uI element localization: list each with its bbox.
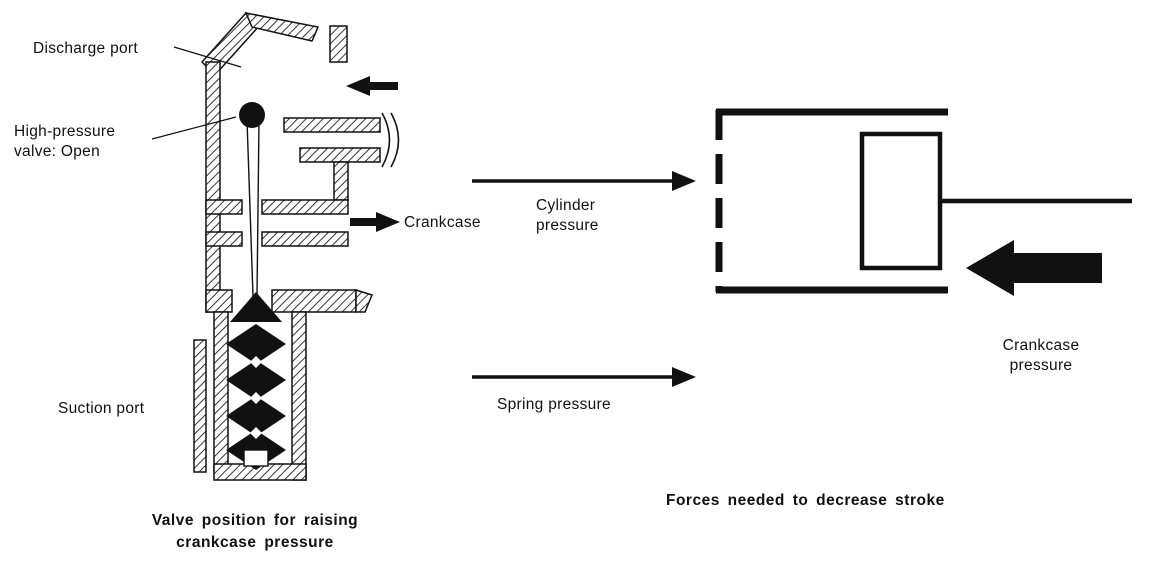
discharge-port-label: Discharge port — [33, 40, 138, 57]
cylinder-pressure-label: Cylinder pressure — [536, 197, 599, 235]
valve-poppet — [230, 292, 282, 322]
leader-line-discharge-port — [173, 46, 242, 68]
crankcase-pressure-label: Crankcase pressure — [1002, 337, 1080, 375]
valve-wall — [261, 231, 349, 247]
valve-wall — [205, 199, 243, 215]
valve-wall — [205, 61, 221, 313]
spring-retainer — [243, 449, 269, 467]
valve-wall — [333, 161, 349, 201]
spring-pressure-arrow-icon — [472, 367, 696, 387]
cylinder-pressure-arrow-icon — [472, 171, 696, 191]
crankcase-arrow-right-icon — [350, 212, 400, 232]
valve-stem — [246, 119, 260, 297]
spring-pressure-label: Spring pressure — [497, 396, 611, 413]
left-diagram-caption: Valve position for raising crankcase pre… — [151, 512, 359, 552]
pipe-break-marks — [381, 112, 400, 168]
crankcase-pressure-arrow-icon — [966, 240, 1102, 296]
high-pressure-valve-label: High-pressure valve: Open — [14, 123, 116, 161]
valve-wall — [283, 117, 381, 133]
valve-wall — [213, 311, 229, 473]
spring-junction-gaps — [250, 356, 262, 439]
valve-wall — [205, 231, 243, 247]
right-diagram-caption: Forces needed to decrease stroke — [666, 492, 945, 509]
valve-wall — [299, 147, 381, 163]
discharge-flow-arrow-left-icon — [346, 76, 398, 96]
valve-wall — [291, 311, 307, 481]
valve-wall — [261, 199, 349, 215]
valve-wall — [244, 11, 320, 42]
valve-wall — [355, 288, 374, 313]
valve-wall — [205, 289, 233, 313]
piston — [859, 131, 943, 271]
valve-wall — [329, 25, 348, 63]
valve-ball — [239, 102, 265, 128]
crankcase-label: Crankcase — [404, 214, 481, 231]
suction-port-label: Suction port — [58, 400, 145, 417]
valve-wall — [271, 289, 357, 313]
valve-cross-section — [193, 11, 381, 481]
leader-line-high-pressure-valve — [151, 116, 237, 140]
cylinder-piston-assembly — [715, 108, 1132, 296]
valve-wall — [193, 339, 207, 473]
